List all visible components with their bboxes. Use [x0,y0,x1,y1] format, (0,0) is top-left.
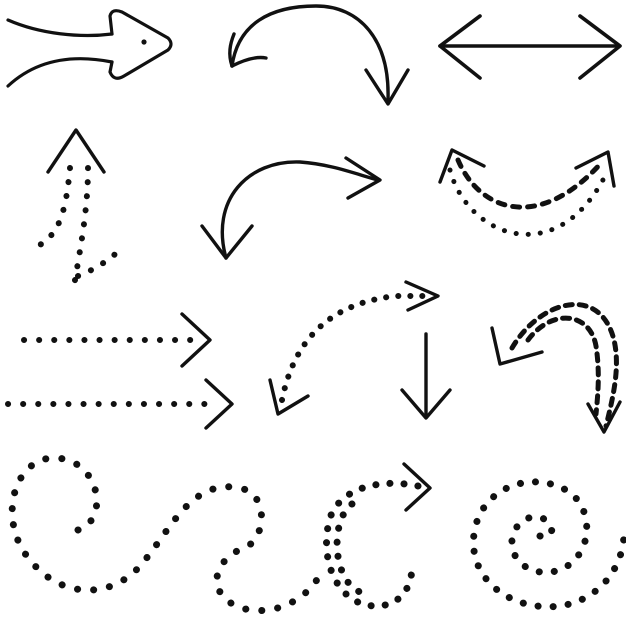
dotted-arrow-right-icon [21,312,212,368]
curved-arrow-two-way-icon [200,156,382,260]
dotted-curl-arrow-icon [323,462,432,610]
dotted-curved-arrow-icon [268,280,440,416]
dotted-spiral-icon [469,478,626,611]
double-line-arrow-right-icon [6,9,173,88]
arrow-down-icon [400,332,452,420]
dashed-loop-arrow-icon [490,302,622,434]
dashed-double-headed-curve-icon [438,148,616,237]
double-headed-arrow-horizontal-icon [438,14,622,80]
arch-arrow-down-icon [228,4,410,106]
dotted-wave-path-icon [8,454,326,614]
dotted-arrow-up-icon [35,128,127,289]
dotted-arrow-right-icon-2 [5,378,234,430]
